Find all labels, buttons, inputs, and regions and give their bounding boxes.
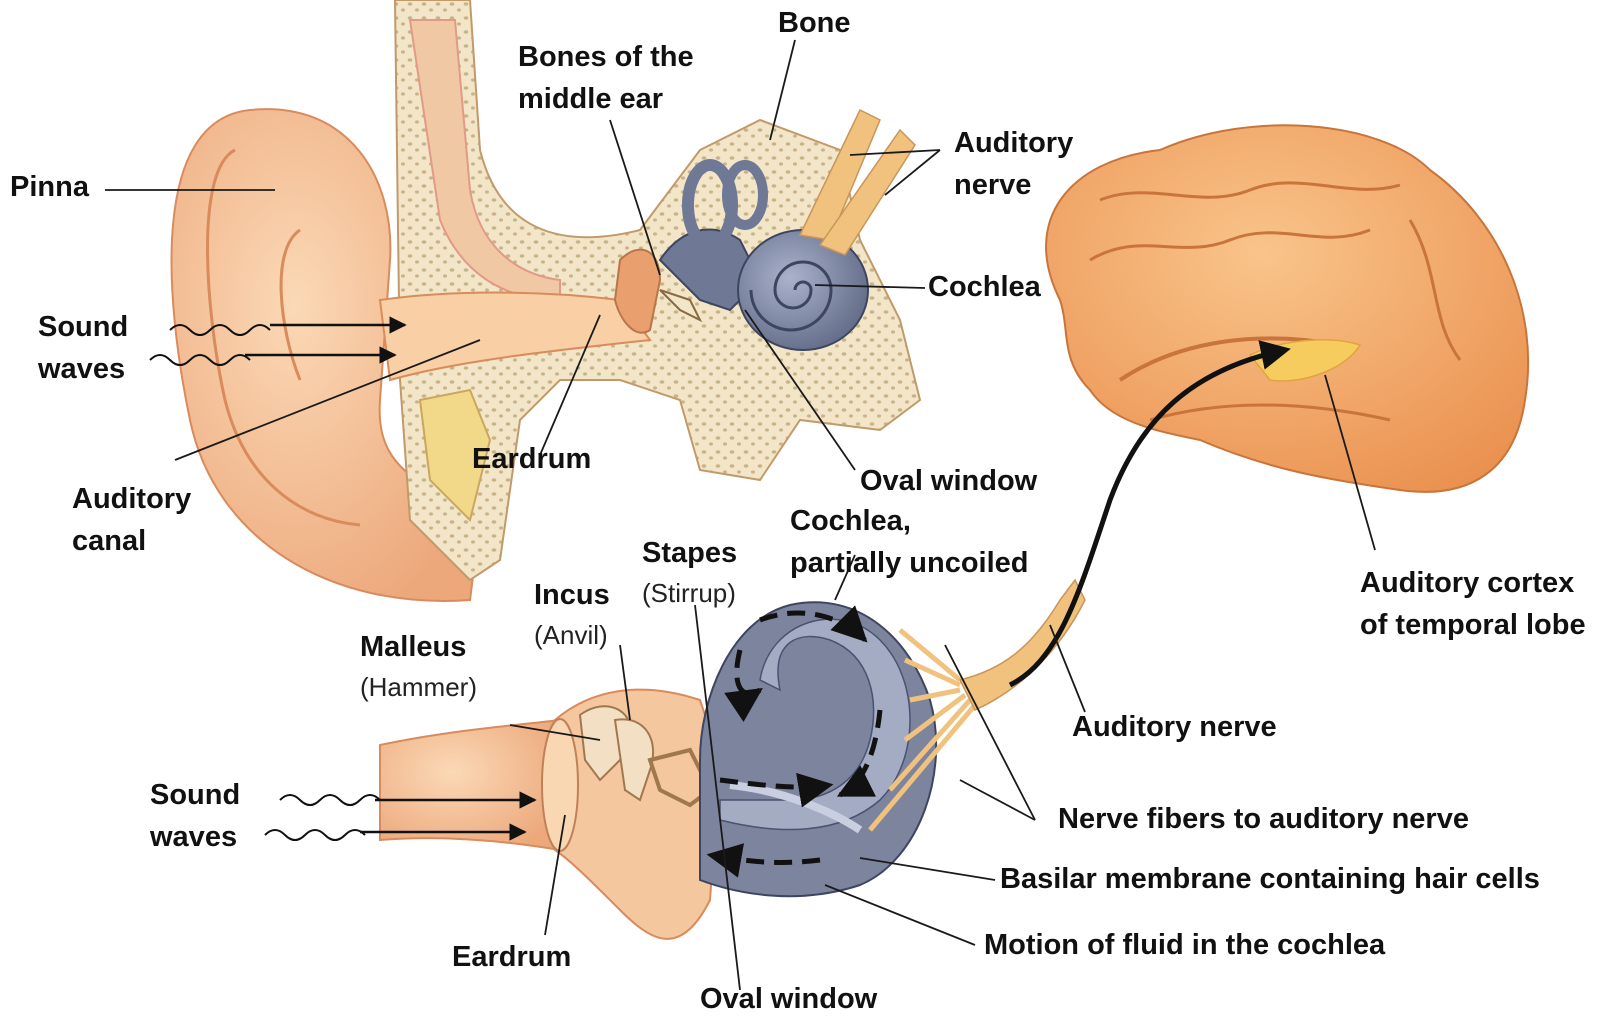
- brain-shape: [1046, 125, 1528, 492]
- label-motion-fluid: Motion of fluid in the cochlea: [984, 928, 1385, 962]
- label-cochlea-top: Cochlea: [928, 270, 1041, 304]
- label-bone: Bone: [778, 6, 851, 40]
- label-sound-waves-bottom-line1: Sound: [150, 778, 240, 812]
- label-bones-middle-ear-line1: Bones of the: [518, 40, 694, 74]
- label-malleus: Malleus: [360, 630, 466, 664]
- label-auditory-nerve-bottom: Auditory nerve: [1072, 710, 1277, 744]
- label-auditory-canal-line1: Auditory: [72, 482, 191, 516]
- label-auditory-cortex-line1: Auditory cortex: [1360, 566, 1574, 600]
- label-pinna: Pinna: [10, 170, 89, 204]
- label-nerve-fibers: Nerve fibers to auditory nerve: [1058, 802, 1469, 836]
- label-incus-sub: (Anvil): [534, 618, 608, 652]
- label-auditory-canal-line2: canal: [72, 524, 146, 558]
- label-auditory-nerve-top-line1: Auditory: [954, 126, 1073, 160]
- label-malleus-sub: (Hammer): [360, 670, 477, 704]
- label-incus: Incus: [534, 578, 610, 612]
- label-sound-waves-top-line2: waves: [38, 352, 125, 386]
- label-bones-middle-ear-line2: middle ear: [518, 82, 663, 116]
- label-eardrum-top: Eardrum: [472, 442, 591, 476]
- label-cochlea-uncoiled-line1: Cochlea,: [790, 504, 911, 538]
- label-sound-waves-bottom-line2: waves: [150, 820, 237, 854]
- label-sound-waves-top-line1: Sound: [38, 310, 128, 344]
- label-stapes-sub: (Stirrup): [642, 576, 736, 610]
- label-oval-window-top: Oval window: [860, 464, 1037, 498]
- label-oval-window-bottom: Oval window: [700, 982, 877, 1016]
- label-stapes: Stapes: [642, 536, 737, 570]
- label-auditory-cortex-line2: of temporal lobe: [1360, 608, 1586, 642]
- label-basilar-membrane: Basilar membrane containing hair cells: [1000, 862, 1540, 896]
- cochlea-uncoiled-shape: [700, 602, 936, 896]
- label-cochlea-uncoiled-line2: partially uncoiled: [790, 546, 1029, 580]
- label-auditory-nerve-top-line2: nerve: [954, 168, 1031, 202]
- label-eardrum-bottom: Eardrum: [452, 940, 571, 974]
